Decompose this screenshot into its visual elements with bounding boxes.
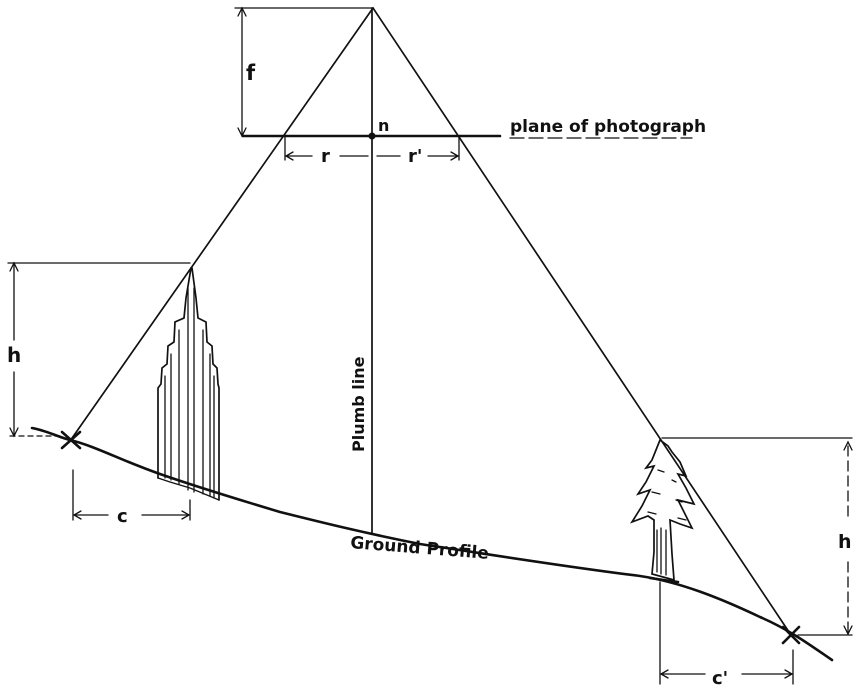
tree-icon bbox=[629, 438, 696, 584]
label-plumb-line: Plumb line bbox=[349, 356, 368, 452]
ground-point-cross-icon-right bbox=[781, 625, 801, 645]
ray-left bbox=[69, 7, 374, 442]
ground-profile-left-tail bbox=[31, 427, 47, 433]
label-r-prime: r' bbox=[408, 146, 422, 167]
ground-profile-line bbox=[30, 426, 834, 662]
dimension-r bbox=[284, 135, 460, 161]
label-c-prime: c' bbox=[712, 668, 728, 689]
label-ground-profile: Ground Profile bbox=[350, 533, 490, 564]
label-h-right: h bbox=[838, 531, 852, 553]
building-icon bbox=[157, 267, 220, 501]
ray-right bbox=[372, 7, 792, 636]
label-n: n bbox=[378, 116, 389, 135]
dimension-h-right bbox=[661, 437, 853, 636]
label-h-left: h bbox=[7, 343, 21, 367]
label-c: c bbox=[117, 506, 128, 527]
dimension-f bbox=[234, 6, 373, 138]
label-plane-of-photograph: plane of photograph bbox=[510, 117, 706, 137]
ground-point-cross-icon bbox=[60, 430, 82, 450]
label-r: r bbox=[321, 146, 330, 167]
dimension-c bbox=[72, 469, 191, 521]
dimension-c-prime bbox=[659, 581, 794, 685]
label-f: f bbox=[246, 61, 256, 85]
dimension-h-left bbox=[7, 261, 191, 438]
